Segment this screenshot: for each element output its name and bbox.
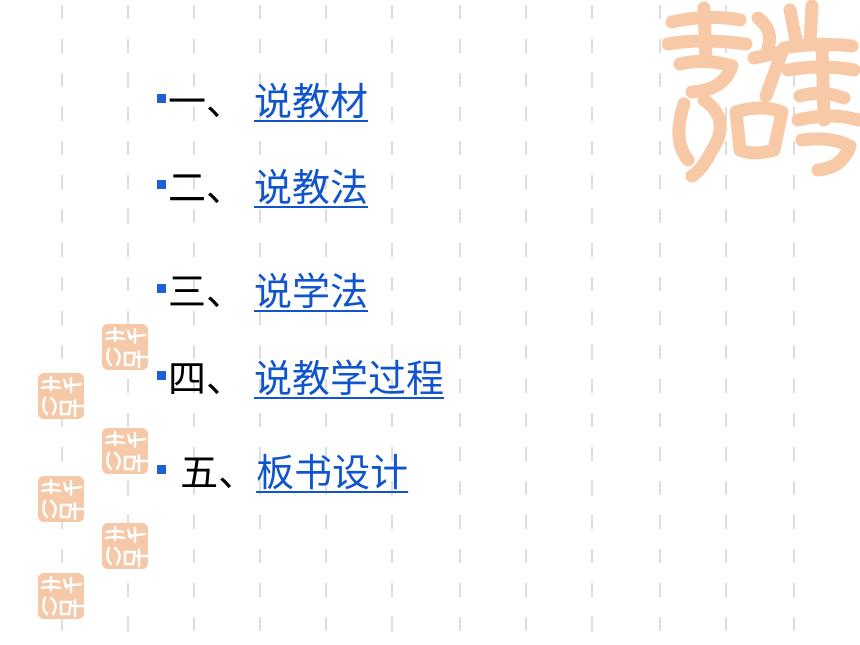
menu-item-number: 五、 <box>168 450 257 495</box>
square-bullet-icon <box>157 179 166 189</box>
learning-method-link[interactable]: 说学法 <box>254 269 369 314</box>
square-bullet-icon <box>157 370 166 380</box>
menu-item-blackboard-design: 五、 板书设计 <box>157 444 409 495</box>
calligraphy-seal-icon <box>38 373 85 419</box>
calligraphy-seal-icon <box>102 324 149 370</box>
calligraphy-seal-icon <box>662 0 860 183</box>
calligraphy-seal-icon <box>102 428 149 474</box>
menu-item-number: 四、 <box>168 356 245 401</box>
teaching-method-link[interactable]: 说教法 <box>254 165 369 210</box>
square-bullet-icon <box>157 283 166 293</box>
menu-item-learning-method: 三、 说学法 <box>157 263 369 314</box>
menu-item-number: 一、 <box>168 79 245 124</box>
calligraphy-seal-icon <box>38 573 85 619</box>
calligraphy-seal-icon <box>102 523 149 569</box>
menu-item-number: 三、 <box>168 269 245 314</box>
menu-item-teaching-method: 二、 说教法 <box>157 159 369 210</box>
teaching-process-link[interactable]: 说教学过程 <box>254 356 445 401</box>
calligraphy-seal-icon <box>38 476 85 522</box>
textbook-link[interactable]: 说教材 <box>254 79 369 124</box>
square-bullet-icon <box>157 464 166 474</box>
blackboard-design-link[interactable]: 板书设计 <box>256 450 409 495</box>
menu-item-textbook: 一、 说教材 <box>157 73 369 124</box>
square-bullet-icon <box>157 93 166 103</box>
menu-item-teaching-process: 四、 说教学过程 <box>157 350 445 401</box>
menu-item-number: 二、 <box>168 165 245 210</box>
